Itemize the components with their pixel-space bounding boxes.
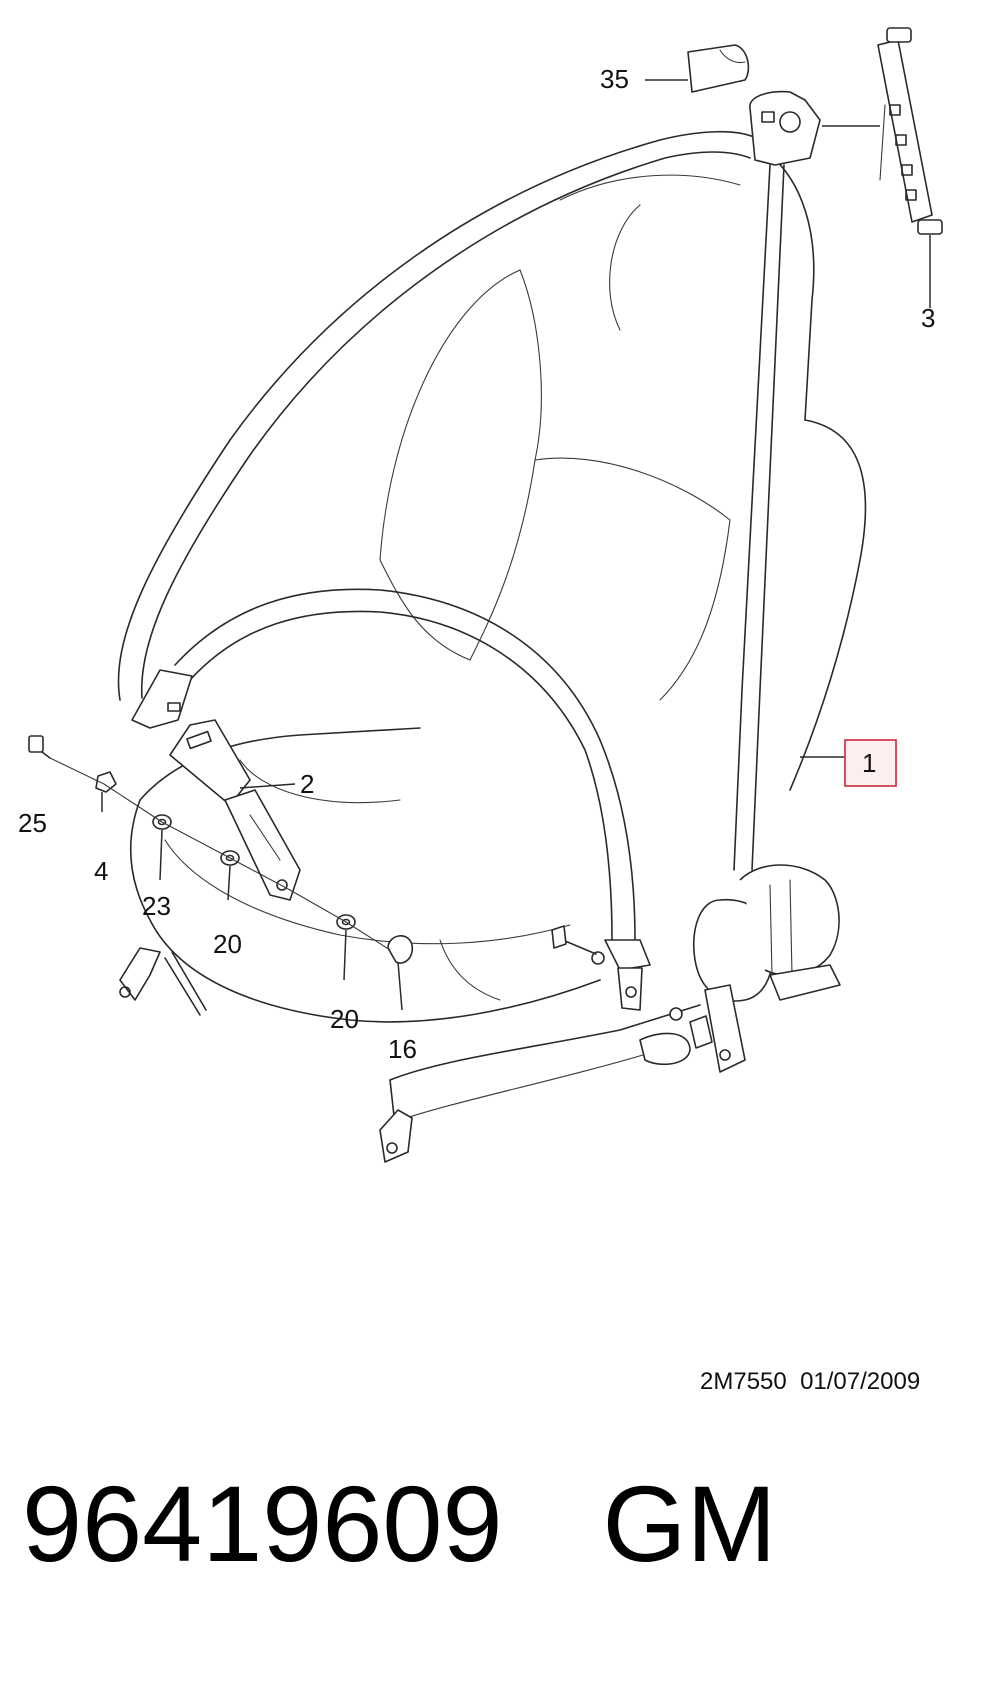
- callout-25: 25: [18, 808, 47, 838]
- seat-base-brackets: [119, 947, 691, 1163]
- callout-1-highlight-box: [844, 739, 897, 787]
- callout-2: 2: [300, 769, 314, 799]
- height-adjuster: [877, 27, 943, 235]
- callout-4: 4: [94, 856, 108, 886]
- part-number: 96419609: [22, 1463, 503, 1584]
- callout-35: 35: [600, 64, 629, 94]
- shoulder-belt: [733, 90, 821, 871]
- buckle-assembly: [169, 719, 301, 901]
- callout-23: 23: [142, 891, 171, 921]
- leader-lines: [101, 79, 931, 1011]
- cover-cap: [687, 44, 750, 93]
- drawing-code: 2M7550 01/07/2009: [700, 1368, 921, 1395]
- callout-3: 3: [921, 303, 935, 333]
- lap-belt: [131, 588, 651, 1011]
- hardware: [28, 735, 414, 964]
- callouts: 35 3 1 2 25 4 23 20 20 16: [18, 64, 935, 1064]
- callout-16: 16: [388, 1034, 417, 1064]
- callout-1: 1: [862, 748, 876, 778]
- retractor: [551, 864, 841, 1073]
- seat-back: [117, 130, 867, 791]
- callout-20-upper: 20: [213, 929, 242, 959]
- callout-20-lower: 20: [330, 1004, 359, 1034]
- brand-name: GM: [602, 1463, 777, 1584]
